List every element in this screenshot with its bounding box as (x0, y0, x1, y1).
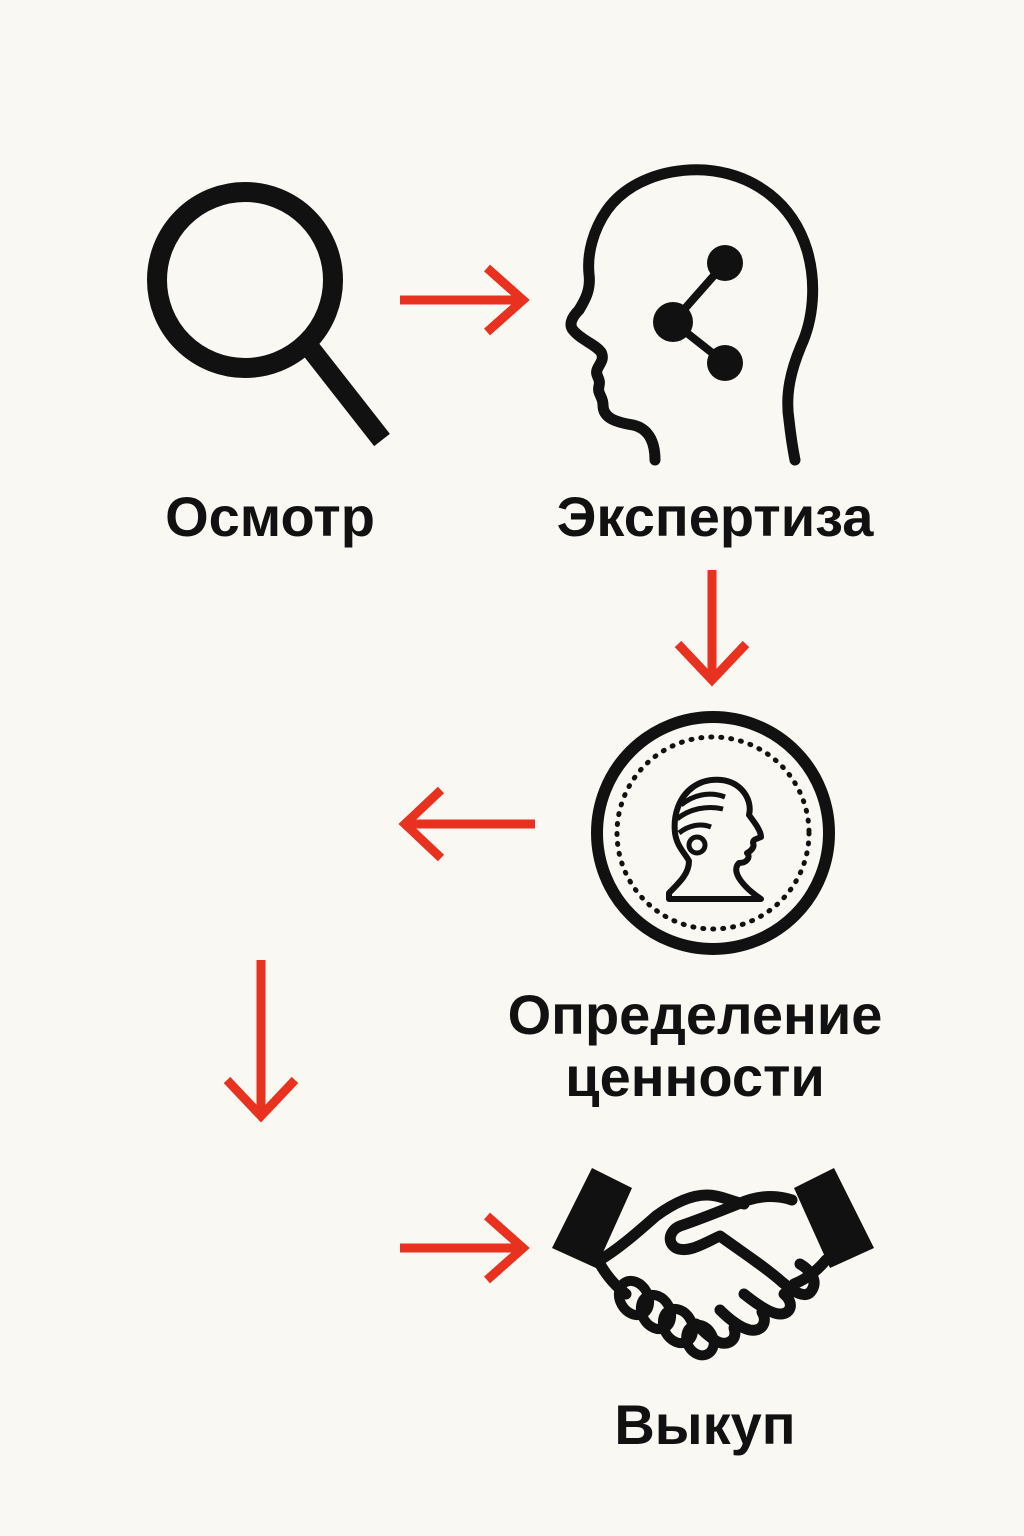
arrow-down-2 (223, 960, 299, 1123)
arrow-right-1 (400, 264, 530, 336)
head-network-icon (565, 164, 819, 466)
coin-profile-icon (591, 711, 835, 955)
handshake-icon (552, 1168, 874, 1361)
step-label-expertise: Экспертиза (556, 485, 874, 548)
step-label-valuation-line1: Определение (507, 983, 883, 1046)
step-label-valuation-line2: ценности (565, 1045, 825, 1108)
magnifier-icon (147, 182, 390, 447)
step-label-buyout: Выкуп (614, 1393, 796, 1456)
arrow-right-2 (400, 1212, 530, 1284)
arrow-down-1 (674, 570, 750, 687)
arrow-left-1 (398, 786, 535, 862)
step-label-inspection: Осмотр (165, 485, 375, 548)
